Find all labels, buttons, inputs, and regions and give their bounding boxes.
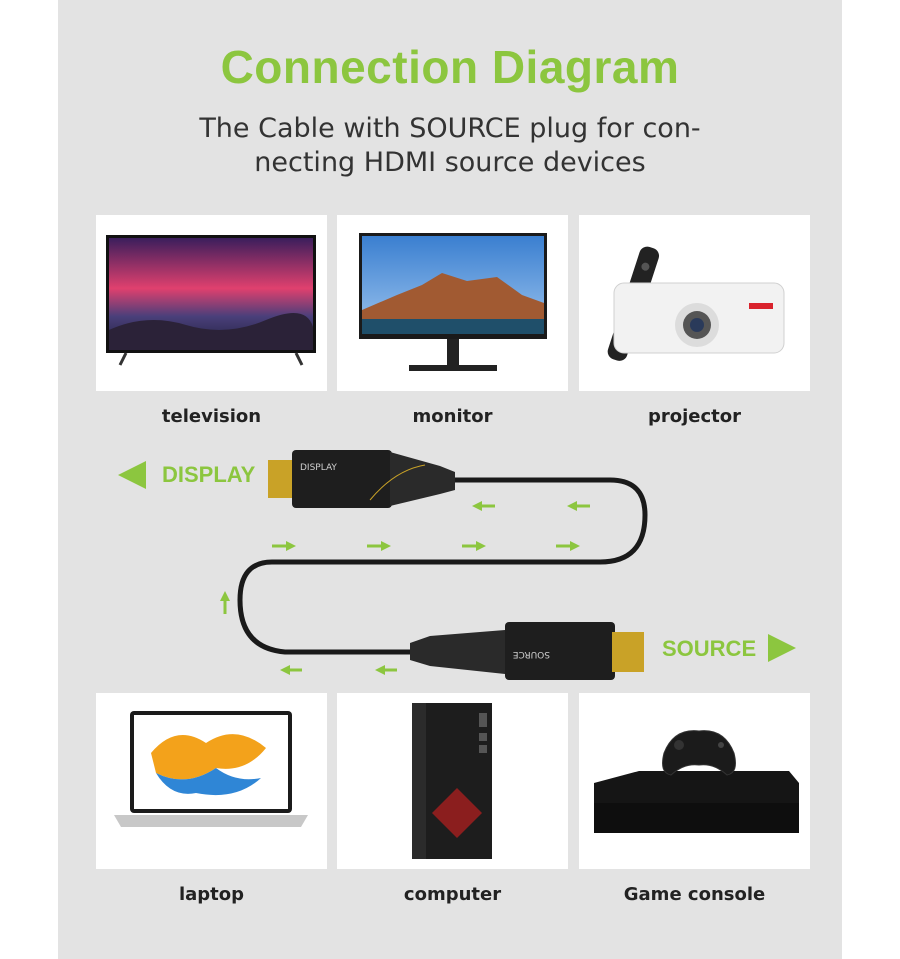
- computer-card: [337, 693, 568, 869]
- source-tag: SOURCE: [662, 636, 757, 661]
- monitor-image: [359, 233, 547, 371]
- label-laptop: laptop: [178, 884, 245, 905]
- game-console-card: [579, 693, 810, 869]
- label-television: television: [161, 406, 262, 427]
- label-game-console: Game console: [623, 884, 766, 905]
- computer-image: [412, 703, 492, 859]
- projector-card: [579, 215, 810, 391]
- laptop-card: [96, 693, 327, 869]
- projector-image: [607, 246, 785, 361]
- label-projector: projector: [647, 406, 742, 427]
- subtitle-line-1: The Cable with SOURCE plug for con-: [199, 113, 701, 144]
- label-computer: computer: [403, 884, 502, 905]
- laptop-image: [114, 711, 308, 827]
- subtitle-line-2: necting HDMI source devices: [254, 147, 646, 178]
- page-title: Connection Diagram: [220, 41, 680, 93]
- television-card: [96, 215, 327, 391]
- monitor-card: [337, 215, 568, 391]
- page-subtitle: The Cable with SOURCE plug for con- nect…: [150, 112, 750, 180]
- game-console-image: [594, 730, 799, 833]
- television-image: [106, 235, 316, 366]
- label-monitor: monitor: [412, 406, 493, 427]
- display-tag: DISPLAY: [162, 462, 256, 487]
